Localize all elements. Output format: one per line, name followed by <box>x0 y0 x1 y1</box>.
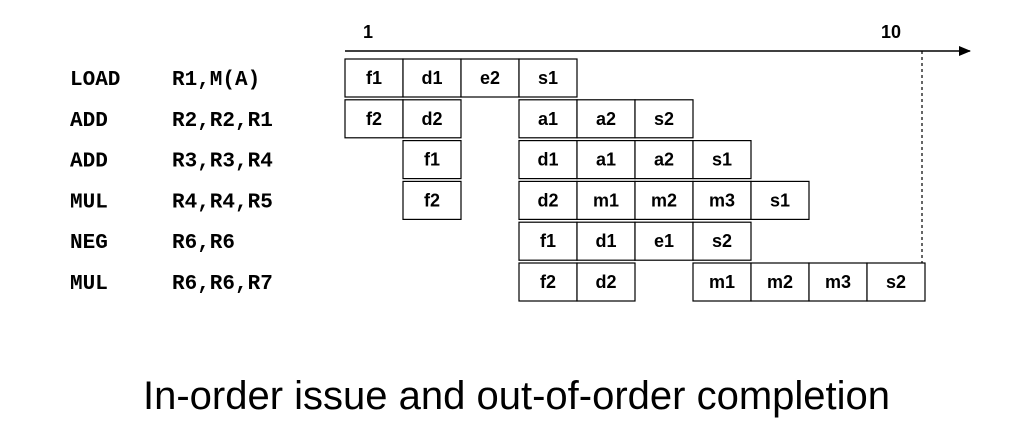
stage-label: m2 <box>651 190 677 210</box>
stage-cell <box>634 180 694 220</box>
stage-cell <box>402 99 462 139</box>
stage-cell <box>750 180 810 220</box>
instruction-row: LOAD R1,M(A) f1 d1 e2 s1 <box>70 58 578 98</box>
stage-cell <box>576 99 636 139</box>
stage-label: s2 <box>886 272 906 292</box>
stage-label: f1 <box>540 231 556 251</box>
stage-label: a1 <box>596 150 616 170</box>
instruction-operands: R2,R2,R1 <box>172 110 273 133</box>
instruction-opcode: MUL <box>70 191 108 214</box>
stage-label: s1 <box>770 190 790 210</box>
stage-cell <box>518 180 578 220</box>
stage-label: f2 <box>424 190 440 210</box>
stage-label: f2 <box>540 272 556 292</box>
stage-label: e1 <box>654 231 674 251</box>
instruction-row: MUL R6,R6,R7 f2 d2 m1 m2 m3 s2 <box>70 262 926 302</box>
stage-cell <box>576 140 636 180</box>
stage-label: s2 <box>712 231 732 251</box>
stage-label: m3 <box>709 190 735 210</box>
stage-label: d1 <box>537 150 558 170</box>
stage-cell <box>692 221 752 261</box>
instruction-opcode: MUL <box>70 273 108 296</box>
stage-label: a1 <box>538 109 558 129</box>
stage-cell <box>518 58 578 98</box>
stage-label: s2 <box>654 109 674 129</box>
stage-label: f1 <box>366 68 382 88</box>
stage-cell <box>576 262 636 302</box>
stage-label: d1 <box>421 68 442 88</box>
stage-label: m1 <box>593 190 619 210</box>
timeline-start-label: 1 <box>363 22 373 42</box>
stage-cell <box>808 262 868 302</box>
stage-label: m1 <box>709 272 735 292</box>
stage-label: d2 <box>421 109 442 129</box>
stage-cell <box>692 262 752 302</box>
instruction-opcode: ADD <box>70 151 108 174</box>
stage-cell <box>634 99 694 139</box>
instruction-operands: R1,M(A) <box>172 69 260 92</box>
instruction-operands: R6,R6 <box>172 232 235 255</box>
stage-label: e2 <box>480 68 500 88</box>
stage-cell <box>692 180 752 220</box>
stage-label: d2 <box>595 272 616 292</box>
instruction-operands: R3,R3,R4 <box>172 151 273 174</box>
stage-label: d1 <box>595 231 616 251</box>
stage-label: m2 <box>767 272 793 292</box>
stage-label: m3 <box>825 272 851 292</box>
instruction-row: ADD R2,R2,R1 f2 d2 a1 a2 s2 <box>70 99 694 139</box>
stage-cell <box>402 180 462 220</box>
timeline-end-label: 10 <box>881 22 901 42</box>
stage-label: f1 <box>424 150 440 170</box>
stage-cell <box>866 262 926 302</box>
stage-label: d2 <box>537 190 558 210</box>
stage-label: s1 <box>712 150 732 170</box>
instruction-opcode: ADD <box>70 110 108 133</box>
diagram-caption: In-order issue and out-of-order completi… <box>142 374 891 418</box>
instruction-opcode: LOAD <box>70 69 120 92</box>
stage-cell <box>460 58 520 98</box>
stage-cell <box>402 140 462 180</box>
stage-cell <box>750 262 810 302</box>
stage-cell <box>402 58 462 98</box>
stage-cell <box>344 99 404 139</box>
instruction-opcode: NEG <box>70 232 108 255</box>
instruction-operands: R6,R6,R7 <box>172 273 273 296</box>
stage-cell <box>634 221 694 261</box>
stage-label: a2 <box>654 150 674 170</box>
stage-cell <box>692 140 752 180</box>
stage-label: s1 <box>538 68 558 88</box>
instruction-row: MUL R4,R4,R5 f2 d2 m1 m2 m3 s1 <box>70 180 810 220</box>
stage-label: a2 <box>596 109 616 129</box>
stage-cell <box>576 180 636 220</box>
instruction-row: ADD R3,R3,R4 f1 d1 a1 a2 s1 <box>70 140 752 180</box>
instruction-row: NEG R6,R6 f1 d1 e1 s2 <box>70 221 752 261</box>
instruction-operands: R4,R4,R5 <box>172 191 273 214</box>
stage-label: f2 <box>366 109 382 129</box>
